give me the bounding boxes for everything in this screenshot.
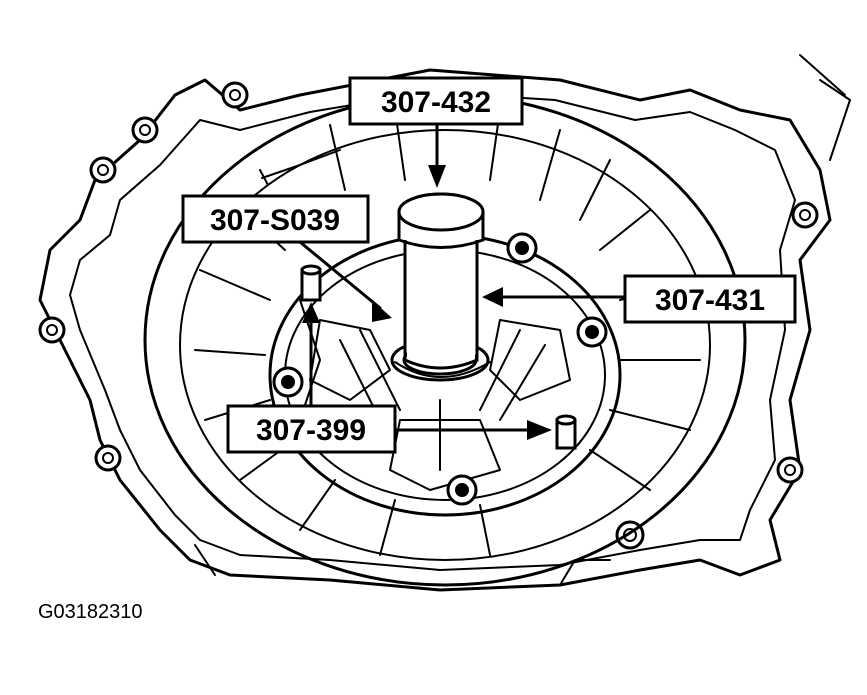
callout-307-431-text: 307-431	[655, 284, 765, 317]
callout-307-s039: 307-S039	[181, 194, 370, 244]
leader-307-s039	[298, 240, 392, 322]
leader-307-432	[428, 122, 446, 188]
callout-307-432-text: 307-432	[381, 86, 491, 119]
callout-307-432: 307-432	[348, 76, 524, 126]
callout-307-s039-text: 307-S039	[210, 204, 340, 237]
callout-307-399-text: 307-399	[256, 414, 366, 447]
guide-pin-right	[555, 414, 577, 450]
figure-reference-code: G03182310	[38, 601, 143, 623]
callout-307-399: 307-399	[226, 404, 397, 454]
leader-307-431	[482, 287, 627, 307]
guide-pin-left	[300, 264, 322, 302]
leader-307-399-up	[302, 302, 320, 407]
callout-307-431: 307-431	[623, 274, 797, 324]
pump-bolts	[272, 232, 608, 506]
seal-installer	[390, 192, 491, 382]
leader-307-399-right	[393, 420, 552, 440]
